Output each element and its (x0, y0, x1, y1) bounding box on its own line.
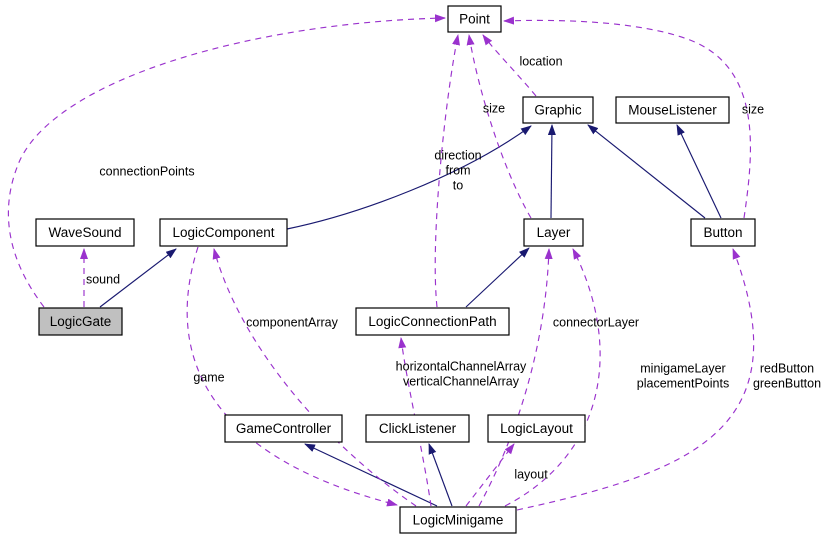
class-label-clicklistener: ClickListener (379, 421, 457, 436)
class-node-logicconnectionpath[interactable]: LogicConnectionPath (355, 307, 510, 336)
class-box-logicconnectionpath[interactable] (355, 307, 510, 336)
class-label-button: Button (703, 225, 742, 240)
class-node-mouselistener[interactable]: MouseListener (615, 96, 730, 124)
edge-label-logicconnectionpath-to-point: to (453, 178, 463, 192)
class-label-logicgate: LogicGate (50, 314, 112, 329)
class-node-button[interactable]: Button (690, 218, 756, 247)
class-node-graphic[interactable]: Graphic (522, 96, 594, 124)
class-label-mouselistener: MouseListener (628, 103, 717, 118)
edge-label-logicminigame-to-layer: placementPoints (637, 376, 729, 390)
edge-button-to-graphic (587, 124, 706, 219)
class-node-logicminigame[interactable]: LogicMinigame (399, 506, 517, 534)
class-box-mouselistener[interactable] (615, 96, 730, 124)
class-label-wavesound: WaveSound (48, 225, 121, 240)
class-box-graphic[interactable] (522, 96, 594, 124)
class-node-gamecontroller[interactable]: GameController (224, 414, 343, 443)
class-box-logiclayout[interactable] (487, 414, 586, 443)
edge-label-logicminigame-to-button: redButton (760, 361, 814, 375)
class-box-logicgate[interactable] (38, 307, 123, 336)
class-label-logicminigame: LogicMinigame (413, 513, 504, 528)
class-box-button[interactable] (690, 218, 756, 247)
edge-label-logicconnectionpath-to-point: from (446, 163, 471, 177)
edge-logicminigame-to-clicklistener (428, 443, 453, 507)
edge-logicgate-to-point (7, 14, 446, 308)
edge-logicconnectionpath-to-layer (465, 247, 530, 308)
edge-label-logicminigame-to-logiclayout: layout (514, 467, 548, 481)
edge-label-logicminigame-to-logiccomponent: componentArray (246, 315, 338, 329)
edges-layer (7, 14, 755, 511)
edge-button-to-point (503, 16, 751, 219)
edge-graphic-to-point (482, 34, 537, 97)
edge-label-layer-to-point: size (483, 101, 505, 115)
class-box-logiccomponent[interactable] (159, 218, 288, 247)
edge-label-logicminigame-to-logicconnectionpath: horizontalChannelArray (396, 359, 527, 373)
edge-label-logicgate-to-point: connectionPoints (99, 164, 194, 178)
class-label-logiclayout: LogicLayout (500, 421, 573, 436)
class-box-clicklistener[interactable] (365, 414, 470, 443)
class-node-layer[interactable]: Layer (523, 218, 584, 247)
edge-logicminigame-to-gamecontroller (304, 443, 438, 507)
class-box-gamecontroller[interactable] (224, 414, 343, 443)
class-box-wavesound[interactable] (35, 218, 135, 247)
edge-label-logicminigame-to-logicconnectionpath: verticalChannelArray (403, 374, 520, 388)
edge-label-graphic-to-point: location (519, 54, 562, 68)
edge-layer-to-graphic (547, 124, 556, 219)
edge-label-logiccomponent-to-logicminigame: game (193, 370, 224, 384)
edge-logicminigame-to-button (516, 248, 755, 511)
edge-label-logicminigame-to-layer: minigameLayer (640, 361, 725, 375)
class-box-logicminigame[interactable] (399, 506, 517, 534)
class-label-gamecontroller: GameController (236, 421, 332, 436)
class-label-logiccomponent: LogicComponent (172, 225, 274, 240)
edge-button-to-mouselistener (676, 124, 722, 219)
edge-label-logicminigame-to-button: greenButton (753, 376, 821, 390)
edge-logicminigame-to-layer (504, 248, 601, 507)
class-box-point[interactable] (447, 5, 502, 33)
edge-label-logicminigame-to-layer: connectorLayer (553, 315, 639, 329)
edge-logicconnectionpath-to-point (434, 34, 460, 308)
edge-logicminigame-to-logiclayout (465, 443, 515, 507)
class-node-clicklistener[interactable]: ClickListener (365, 414, 470, 443)
class-node-wavesound[interactable]: WaveSound (35, 218, 135, 247)
class-label-logicconnectionpath: LogicConnectionPath (368, 314, 496, 329)
edge-logiccomponent-to-graphic (286, 125, 532, 230)
class-label-graphic: Graphic (534, 103, 582, 118)
class-node-logiccomponent[interactable]: LogicComponent (159, 218, 288, 247)
class-box-layer[interactable] (523, 218, 584, 247)
edge-logicminigame-to-layer (478, 248, 553, 507)
class-node-point[interactable]: Point (447, 5, 502, 33)
edge-label-logicgate-to-wavesound: sound (86, 272, 120, 286)
class-node-logicgate[interactable]: LogicGate (38, 307, 123, 336)
class-node-logiclayout[interactable]: LogicLayout (487, 414, 586, 443)
class-label-point: Point (459, 12, 490, 27)
class-label-layer: Layer (537, 225, 571, 240)
edge-label-logicconnectionpath-to-point: direction (434, 148, 481, 162)
edge-label-button-to-point: size (742, 102, 764, 116)
edge-logicminigame-to-logiccomponent (212, 248, 417, 507)
edge-logicgate-to-logiccomponent (99, 248, 177, 308)
